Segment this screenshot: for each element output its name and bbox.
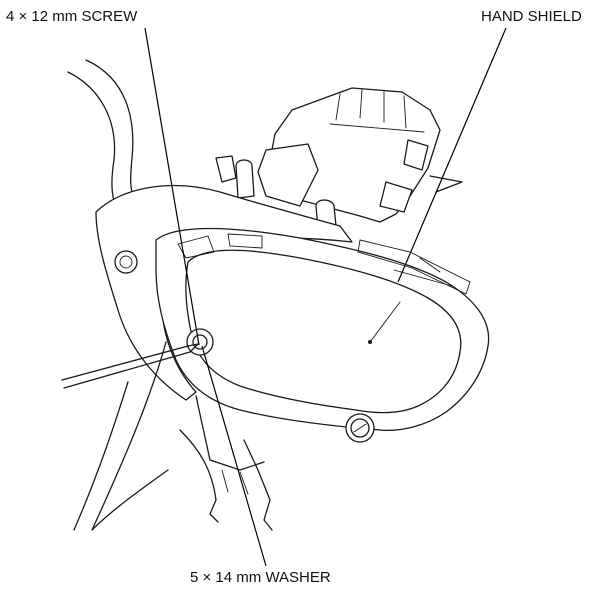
screw-head-icon — [192, 334, 208, 350]
hand-shield — [155, 227, 490, 432]
side-knob-icon — [114, 250, 138, 274]
hand-shield-callout-label: HAND SHIELD — [481, 8, 582, 25]
screw-callout-label: 4 × 12 mm SCREW — [6, 8, 138, 25]
washer-callout-label: 5 × 14 mm WASHER — [190, 569, 331, 586]
screwdriver — [61, 343, 199, 389]
hand-shield-leader-line — [397, 27, 507, 283]
blade-and-base — [73, 341, 273, 531]
motor-housing — [215, 87, 463, 229]
leader-lines — [144, 27, 507, 567]
screw-leader-line — [144, 27, 200, 346]
washer-leader-line — [201, 345, 267, 567]
power-cord — [67, 59, 135, 213]
